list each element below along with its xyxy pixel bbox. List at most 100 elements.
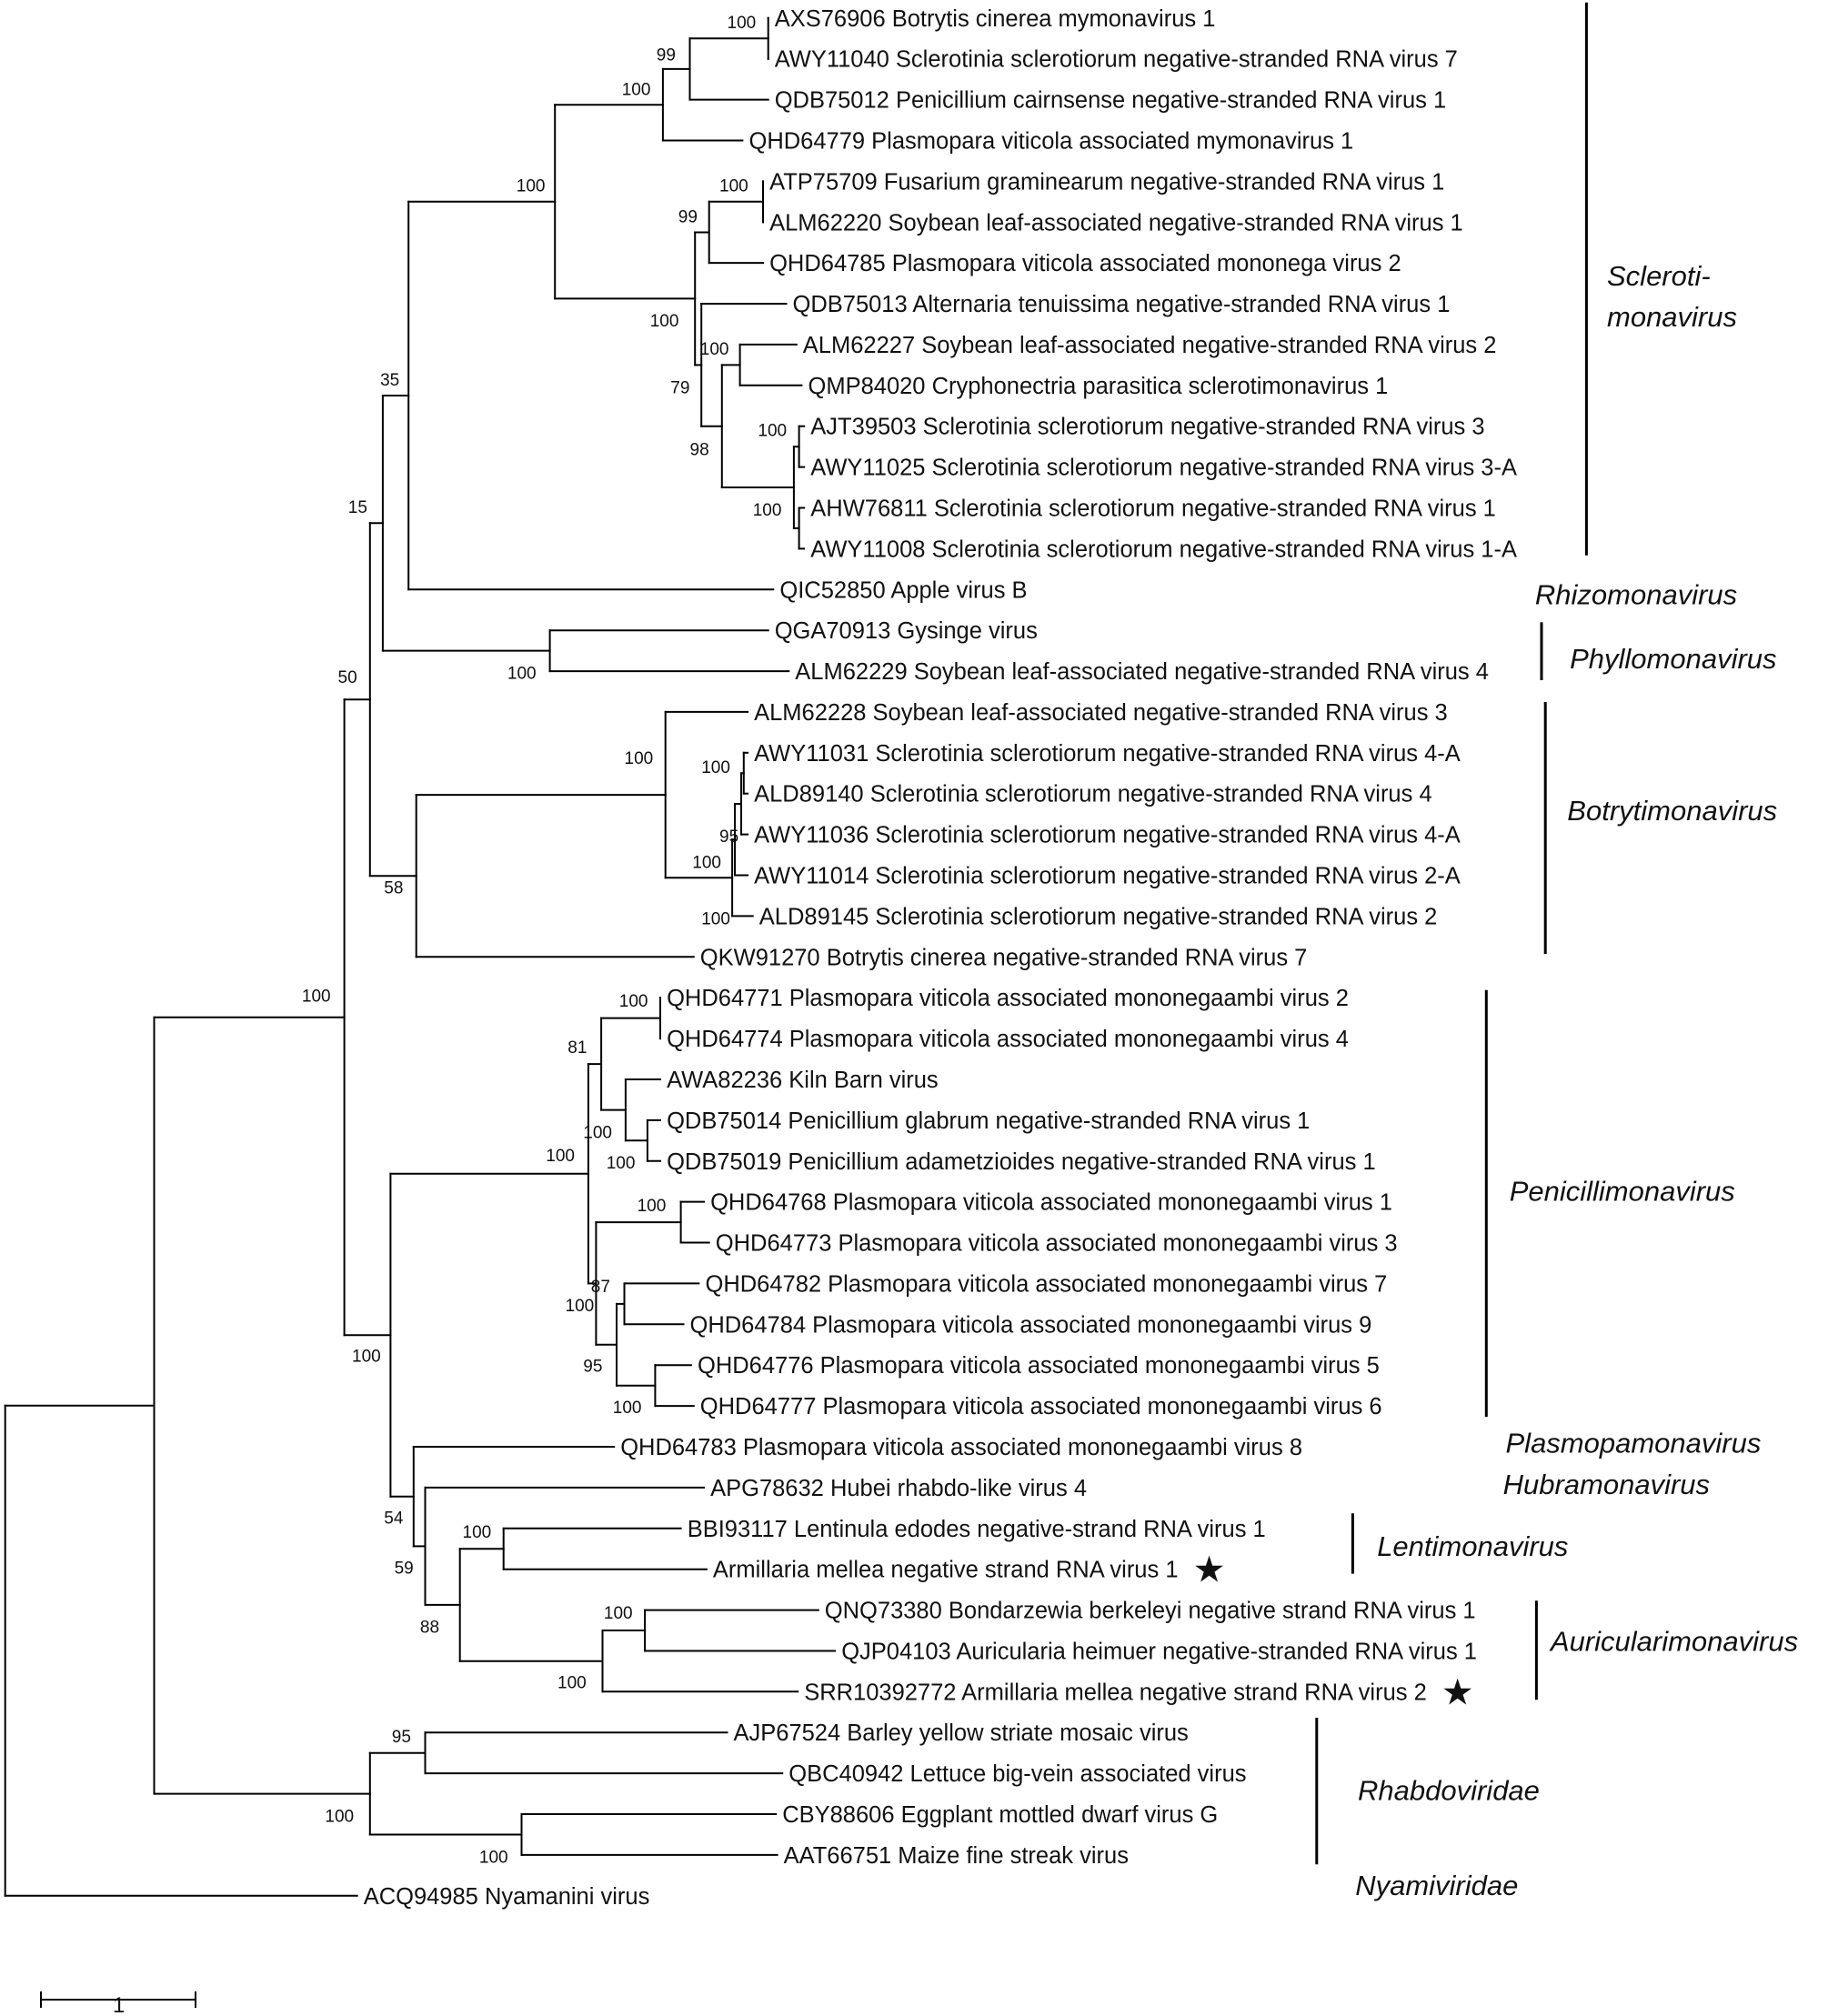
tip-label: ALD89140 Sclerotinia sclerotiorum negati…	[754, 782, 1432, 807]
bootstrap-value: 99	[678, 208, 698, 227]
tip-label: ALM62229 Soybean leaf-associated negativ…	[795, 659, 1489, 685]
scale-bar-label: 1	[113, 1993, 125, 2016]
tip-label: Armillaria mellea negative strand RNA vi…	[713, 1558, 1179, 1583]
bootstrap-value: 100	[613, 1399, 642, 1418]
bootstrap-value: 88	[420, 1619, 439, 1638]
tip-label: QHD64783 Plasmopara viticola associated …	[620, 1435, 1302, 1460]
bootstrap-value: 100	[302, 987, 331, 1006]
tip-label: AXS76906 Botrytis cinerea mymonavirus 1	[775, 6, 1216, 32]
bootstrap-value: 100	[566, 1297, 595, 1316]
clade-label: Plasmopamonavirus	[1506, 1428, 1762, 1459]
tree-branches	[4, 16, 837, 1897]
bootstrap-value: 100	[546, 1147, 575, 1166]
tip-label: QMP84020 Cryphonectria parasitica sclero…	[809, 374, 1389, 399]
tip-label: ALD89145 Sclerotinia sclerotiorum negati…	[759, 904, 1438, 929]
tip-label: AWY11036 Sclerotinia sclerotiorum negati…	[754, 823, 1461, 848]
clade-label: Rhizomonavirus	[1535, 579, 1737, 611]
clade-label: Phyllomonavirus	[1570, 643, 1776, 675]
clade-label: Auricularimonavirus	[1549, 1626, 1798, 1658]
bootstrap-value: 100	[758, 421, 787, 440]
bootstrap-value: 100	[604, 1604, 633, 1623]
clade-label: Nyamiviridae	[1355, 1870, 1518, 1901]
tip-label: ATP75709 Fusarium graminearum negative-s…	[769, 169, 1444, 195]
tip-label: AWY11031 Sclerotinia sclerotiorum negati…	[754, 741, 1461, 767]
scale-bar	[40, 1991, 196, 2008]
tip-label: CBY88606 Eggplant mottled dwarf virus G	[782, 1802, 1218, 1828]
tip-label: QHD64782 Plasmopara viticola associated …	[706, 1271, 1388, 1297]
tip-label: QHD64779 Plasmopara viticola associated …	[749, 129, 1354, 155]
tip-label: QHD64774 Plasmopara viticola associated …	[667, 1027, 1349, 1052]
bootstrap-value: 58	[384, 879, 403, 898]
clade-label-sclerotimonavirus-cont: monavirus	[1607, 301, 1737, 333]
tip-label: QDB75019 Penicillium adametzioides negat…	[667, 1149, 1376, 1175]
bootstrap-value: 59	[395, 1560, 414, 1579]
clade-label: Rhabdoviridae	[1358, 1775, 1540, 1807]
tip-label: AJP67524 Barley yellow striate mosaic vi…	[734, 1720, 1189, 1746]
tip-label: BBI93117 Lentinula edodes negative-stran…	[688, 1517, 1266, 1542]
tip-label: QDB75013 Alternaria tenuissima negative-…	[793, 292, 1451, 317]
tip-label: QHD64776 Plasmopara viticola associated …	[698, 1353, 1380, 1379]
bootstrap-value: 95	[719, 827, 738, 847]
tip-label: AWY11025 Sclerotinia sclerotiorum negati…	[810, 456, 1517, 481]
bootstrap-value: 50	[338, 668, 357, 687]
bootstrap-value: 100	[622, 81, 651, 100]
clade-bars	[1315, 2, 1588, 1865]
bootstrap-value: 100	[700, 340, 729, 359]
tip-label: QDB75014 Penicillium glabrum negative-st…	[667, 1108, 1310, 1134]
clade-labels: Scleroti-monavirusRhizomonavirusPhyllomo…	[1355, 260, 1798, 1901]
tip-label: QHD64777 Plasmopara viticola associated …	[700, 1394, 1382, 1419]
bootstrap-value: 100	[701, 758, 730, 777]
star-icon: ★	[1441, 1672, 1474, 1712]
tip-label: QDB75012 Penicillium cairnsense negative…	[775, 88, 1446, 114]
bootstrap-value: 100	[638, 1197, 667, 1216]
tip-label: ALM62220 Soybean leaf-associated negativ…	[769, 210, 1463, 236]
bootstrap-value: 35	[380, 371, 399, 390]
bootstrap-value: 100	[463, 1523, 492, 1542]
tip-label: QIC52850 Apple virus B	[779, 577, 1027, 603]
bootstrap-value: 79	[670, 379, 689, 398]
bootstrap-value: 98	[690, 441, 709, 460]
tip-label: AAT66751 Maize fine streak virus	[784, 1843, 1129, 1869]
bootstrap-value: 100	[557, 1674, 587, 1693]
tip-label: QHD64773 Plasmopara viticola associated …	[716, 1231, 1398, 1257]
bootstrap-value: 95	[392, 1728, 411, 1747]
tip-label: QGA70913 Gysinge virus	[775, 618, 1038, 644]
tip-label: ALM62227 Soybean leaf-associated negativ…	[803, 333, 1497, 358]
clade-label-sclerotimonavirus: Scleroti-	[1607, 260, 1711, 292]
tip-label: QJP04103 Auricularia heimuer negative-st…	[841, 1640, 1477, 1665]
clade-label: Penicillimonavirus	[1510, 1176, 1735, 1208]
tip-label: QHD64768 Plasmopara viticola associated …	[710, 1190, 1392, 1216]
tip-label: AWY11014 Sclerotinia sclerotiorum negati…	[754, 864, 1461, 889]
bootstrap-value: 100	[479, 1849, 508, 1868]
bootstrap-value: 100	[650, 312, 679, 331]
tip-label: QNQ73380 Bondarzewia berkeleyi negative …	[825, 1599, 1476, 1624]
bootstrap-value: 100	[728, 14, 757, 33]
tip-label: AWA82236 Kiln Barn virus	[667, 1068, 939, 1093]
bootstrap-value: 100	[719, 177, 748, 196]
clade-label: Botrytimonavirus	[1567, 795, 1777, 827]
tip-label: QHD64771 Plasmopara viticola associated …	[667, 986, 1349, 1011]
bootstrap-value: 81	[567, 1038, 587, 1058]
bootstrap-values: 100 99 100 100 100 99 100 100 79 98 100 100 35 100 15 1…	[302, 14, 787, 1868]
tip-label: QKW91270 Botrytis cinerea negative-stran…	[700, 945, 1308, 970]
tip-label: AWY11008 Sclerotinia sclerotiorum negati…	[810, 537, 1517, 562]
bootstrap-value: 100	[352, 1347, 381, 1366]
tip-labels: AXS76906 Botrytis cinerea mymonavirus 1 A…	[364, 6, 1517, 1910]
bootstrap-value: 15	[348, 498, 367, 517]
clade-label: Hubramonavirus	[1503, 1469, 1710, 1500]
tip-label: ACQ94985 Nyamanini virus	[364, 1884, 650, 1910]
tip-label: QBC40942 Lettuce big-vein associated vir…	[788, 1761, 1246, 1787]
tip-label: AJT39503 Sclerotinia sclerotiorum negati…	[810, 415, 1484, 440]
bootstrap-value: 99	[657, 46, 676, 65]
bootstrap-value: 100	[753, 501, 782, 520]
bootstrap-value: 100	[507, 665, 537, 684]
star-icon: ★	[1193, 1550, 1226, 1590]
bootstrap-value: 95	[583, 1358, 602, 1377]
bootstrap-value: 100	[692, 853, 721, 872]
tip-label: AHW76811 Sclerotinia sclerotiorum negati…	[810, 496, 1496, 522]
tip-label: AWY11040 Sclerotinia sclerotiorum negati…	[775, 47, 1458, 73]
tip-label: APG78632 Hubei rhabdo-like virus 4	[710, 1476, 1087, 1501]
bootstrap-value: 100	[517, 177, 546, 196]
tip-label: ALM62228 Soybean leaf-associated negativ…	[754, 700, 1448, 726]
